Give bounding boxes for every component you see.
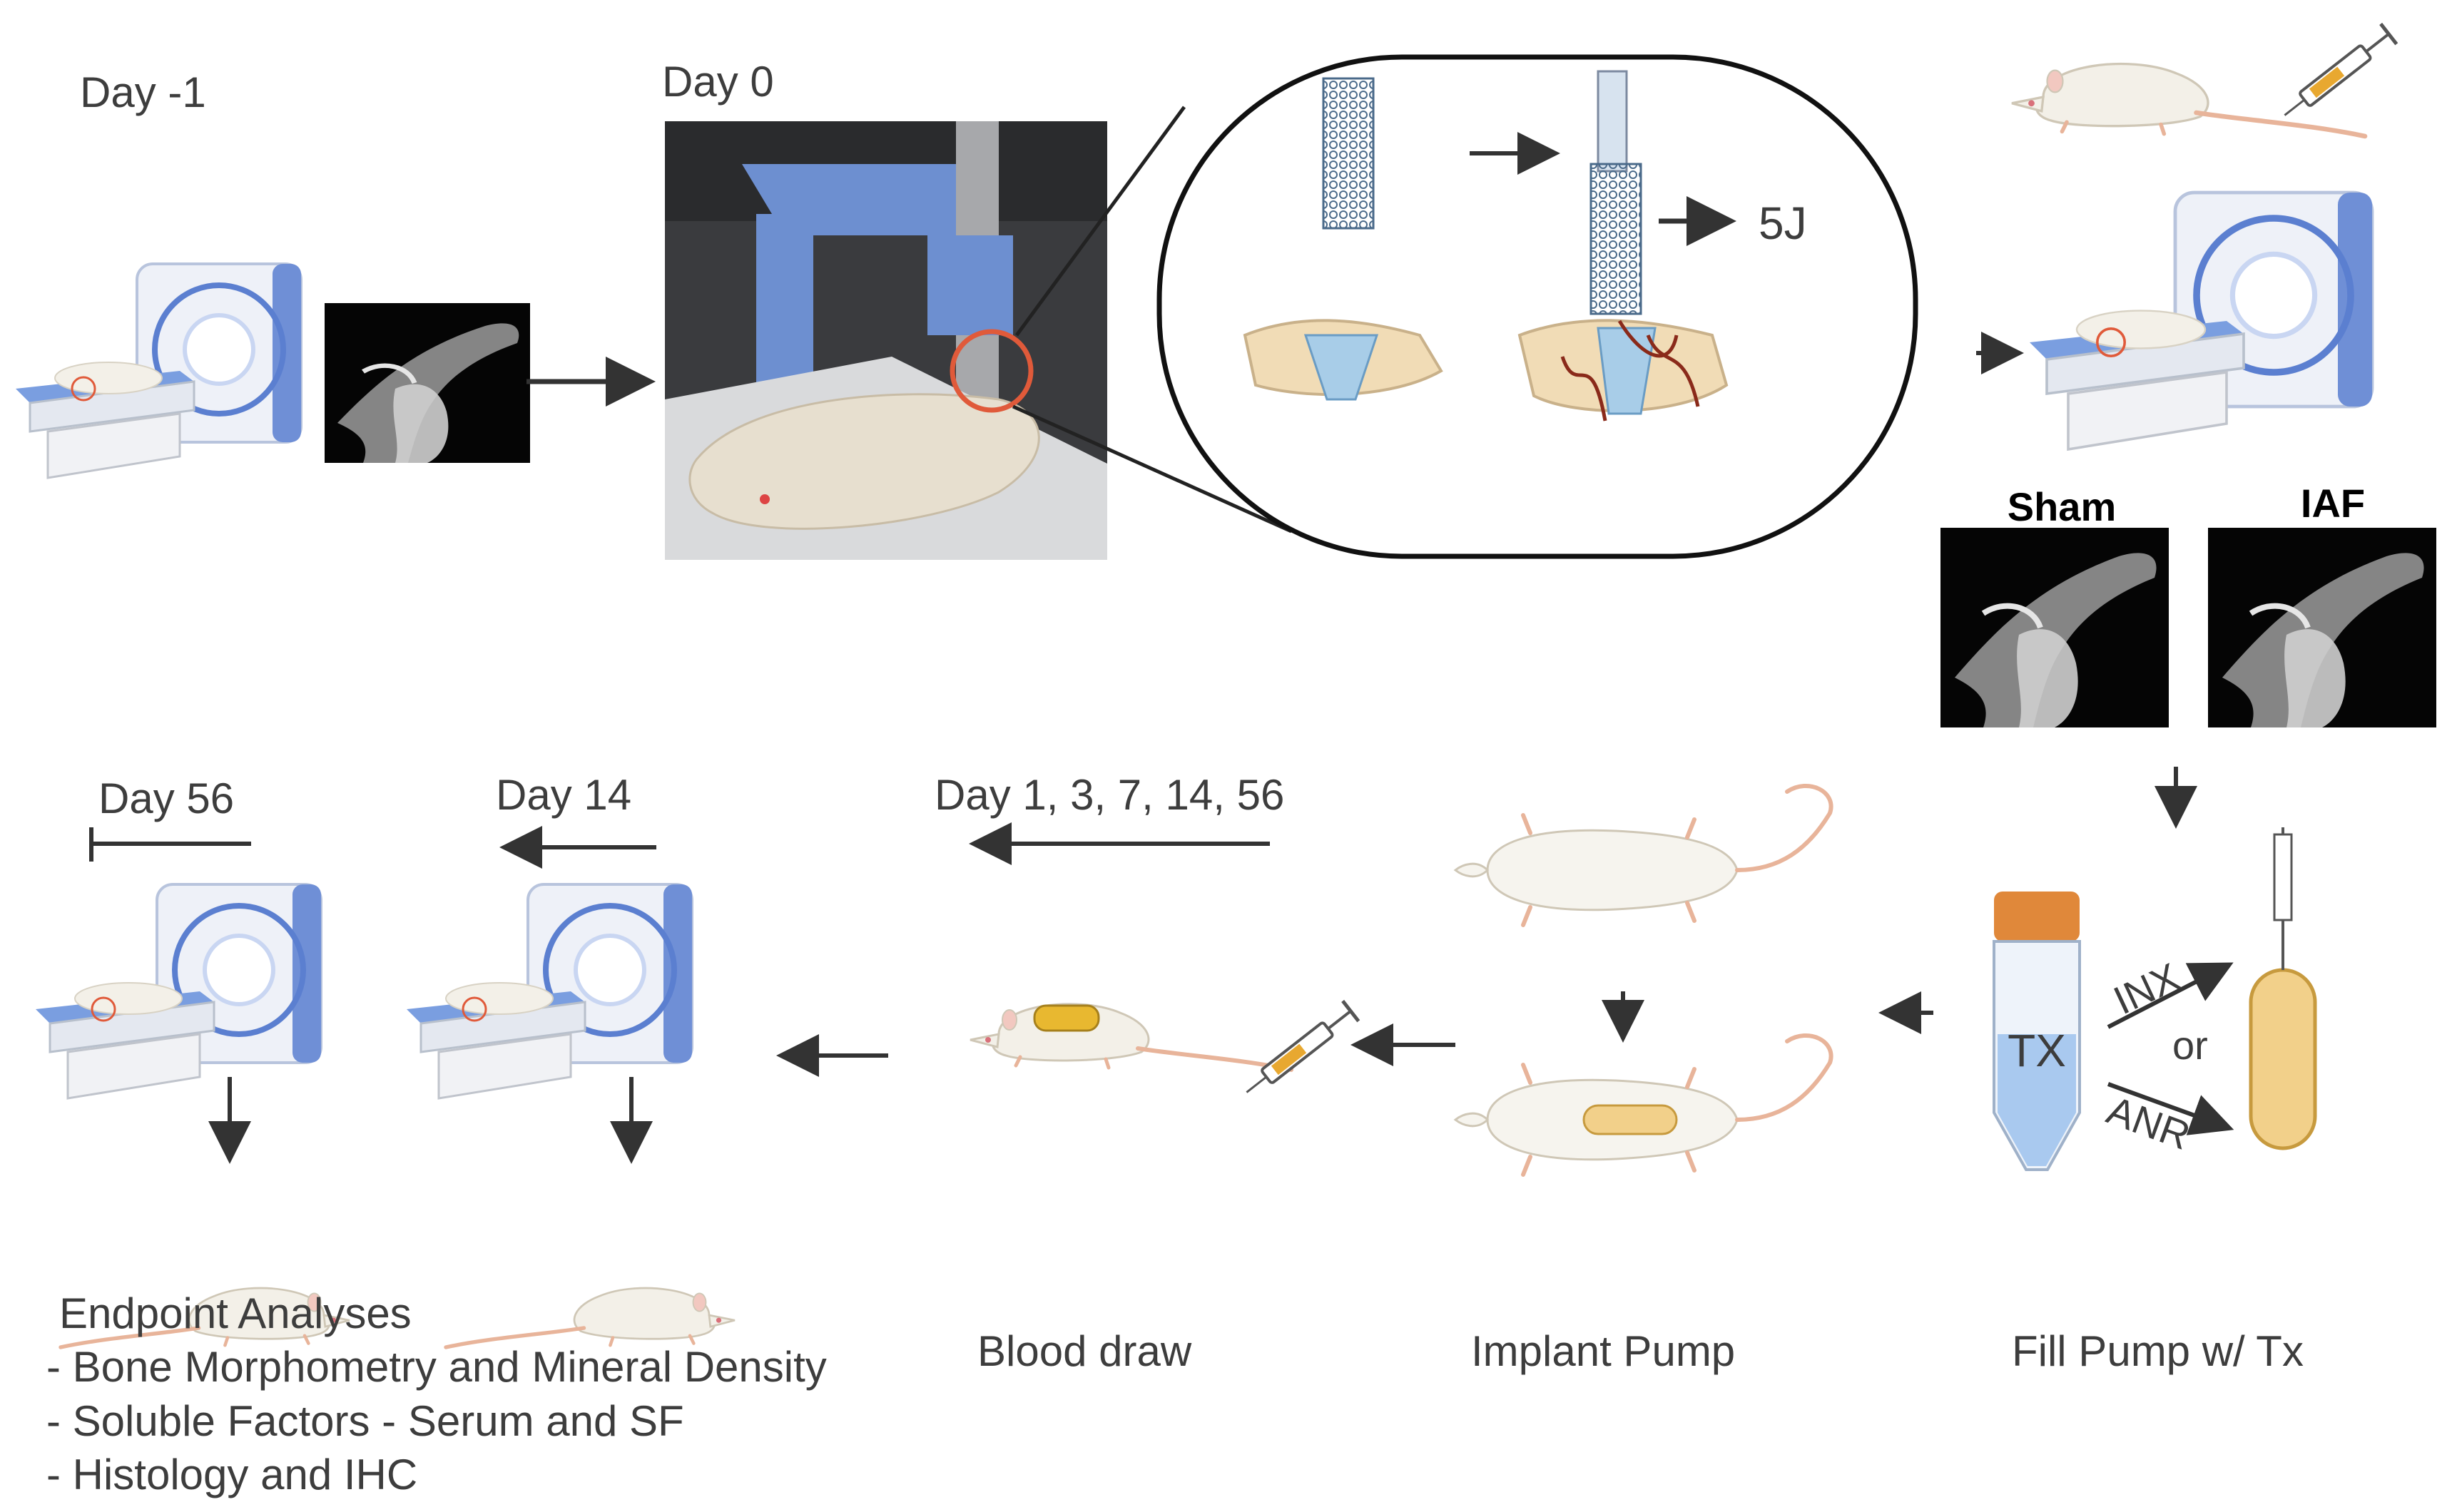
- knee-ct-image-sham: [1940, 528, 2169, 727]
- caption-implant-pump: Implant Pump: [1471, 1327, 1735, 1375]
- label-day-minus1: Day -1: [80, 68, 206, 116]
- syringe-icon-blood: [1238, 1001, 1358, 1102]
- drop-tower-photo: [665, 121, 1107, 560]
- rat-icon-implant-top: [1455, 786, 1831, 925]
- stent-impactor-icon-2: [1589, 163, 1642, 315]
- knee-joint-intact: [1243, 319, 1443, 401]
- arrow-inx: [2107, 962, 2234, 1029]
- rat-icon-implant-bottom: [1455, 1036, 1831, 1175]
- knee-ct-image-iaf: [2208, 528, 2436, 727]
- pump-icon-implanted: [1582, 1104, 1678, 1135]
- ct-scanner-icon: [16, 264, 301, 478]
- label-energy: 5J: [1759, 198, 1807, 249]
- conical-tube-icon: TX: [1993, 892, 2081, 1171]
- label-day0: Day 0: [662, 58, 774, 106]
- label-day56: Day 56: [98, 775, 234, 822]
- rat-icon-day14: [446, 1288, 735, 1347]
- rat-icon-blood: [970, 1004, 1291, 1070]
- caption-blood-draw: Blood draw: [977, 1327, 1192, 1375]
- pump-icon-fill: [2249, 827, 2317, 1150]
- ct-scanner-icon-day14: [407, 884, 692, 1098]
- ct-scanner-icon-top-right: [2030, 193, 2372, 449]
- arrow-anr: [2107, 1082, 2234, 1135]
- stent-impactor-icon: [1322, 77, 1375, 230]
- syringe-icon-top: [2277, 24, 2396, 125]
- caption-fill-pump: Fill Pump w/ Tx: [2012, 1327, 2304, 1375]
- label-days-blood: Day 1, 3, 7, 14, 56: [935, 771, 1284, 819]
- label-sham: Sham: [2008, 484, 2117, 529]
- label-tx: TX: [2008, 1025, 2066, 1076]
- label-or: or: [2172, 1023, 2208, 1068]
- zoom-callout: 5J: [1156, 54, 1918, 559]
- endpoint-item: - Bone Morphometry and Mineral Density: [46, 1343, 827, 1391]
- knee-joint-fractured: [1517, 319, 1729, 422]
- knee-ct-image: [325, 303, 530, 463]
- endpoint-item: - Soluble Factors - Serum and SF: [46, 1397, 684, 1445]
- pump-icon-blood-rat: [1033, 1004, 1100, 1032]
- endpoint-item: - Histology and IHC: [46, 1451, 417, 1498]
- label-iaf: IAF: [2301, 481, 2365, 526]
- label-day14: Day 14: [496, 771, 631, 819]
- zoom-line-bottom: [1012, 404, 1293, 533]
- zoom-line-top: [1014, 106, 1186, 337]
- caption-endpoint-title: Endpoint Analyses: [59, 1289, 412, 1337]
- label-inx: INX: [2107, 954, 2186, 1023]
- ct-scanner-icon-day56: [36, 884, 321, 1098]
